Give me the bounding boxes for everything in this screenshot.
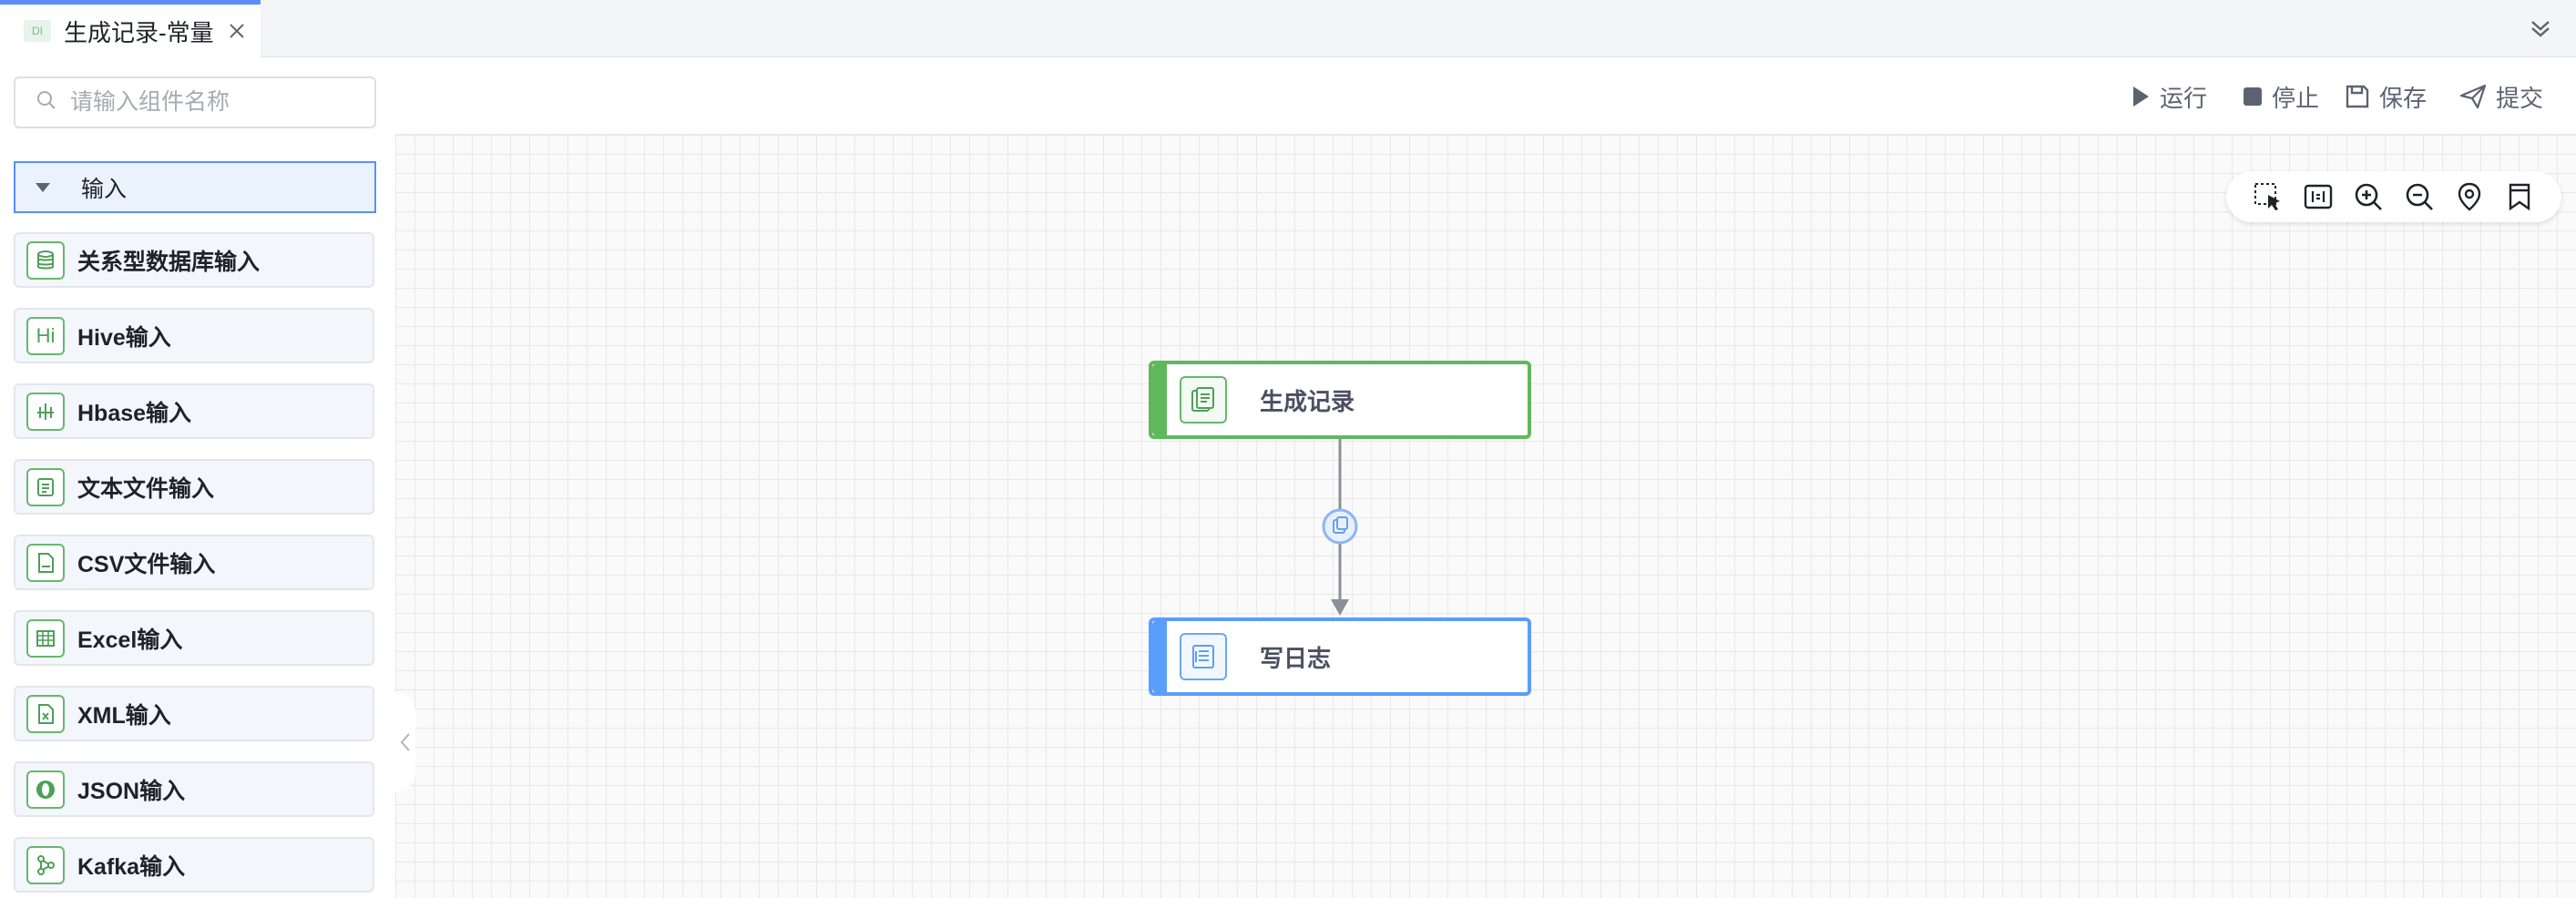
log-list-icon (1180, 633, 1227, 680)
marquee-select-icon[interactable] (2250, 179, 2286, 215)
flow-edge[interactable] (1158, 439, 1522, 621)
flow-toolbar: 运行 停止 保存 提交 (395, 58, 2576, 135)
fit-view-icon[interactable] (2300, 179, 2336, 215)
canvas-tool-palette (2226, 171, 2561, 222)
search-icon (36, 89, 57, 116)
group-label: 输入 (81, 176, 128, 202)
sidebar-item-hive-input[interactable]: Hi Hive输入 (14, 308, 374, 363)
di-icon: DI (24, 20, 51, 42)
flow-node-generate-records[interactable]: 生成记录 (1149, 361, 1531, 439)
node-color-bar (1152, 364, 1167, 435)
document-icon (1180, 376, 1227, 423)
flow-canvas[interactable] (395, 135, 2576, 898)
node-label: 生成记录 (1260, 387, 1355, 415)
csv-file-icon (26, 543, 65, 582)
node-color-bar (1152, 621, 1167, 692)
xml-file-icon (26, 694, 65, 733)
excel-table-icon (26, 618, 65, 658)
sidebar-item-json-input[interactable]: JSON输入 (14, 761, 374, 817)
sidebar-item-label: Excel输入 (77, 627, 183, 653)
locate-icon[interactable] (2451, 179, 2488, 215)
close-icon[interactable] (227, 21, 247, 41)
submit-label: 提交 (2496, 84, 2544, 112)
group-input-header[interactable]: 输入 (14, 161, 376, 213)
save-button[interactable]: 保存 (2345, 78, 2427, 115)
sidebar-item-xml-input[interactable]: XML输入 (14, 686, 374, 741)
component-sidebar: 输入 关系型数据库输入 Hi Hive输入 Hbase输入 文本文件输入 CSV… (0, 58, 395, 898)
hive-icon: Hi (26, 316, 65, 355)
stop-label: 停止 (2272, 84, 2320, 112)
sidebar-item-rdb-input[interactable]: 关系型数据库输入 (14, 232, 374, 288)
flow-node-write-log[interactable]: 写日志 (1149, 617, 1531, 696)
double-chevron-down-icon[interactable] (2525, 13, 2556, 44)
sidebar-item-label: 文本文件输入 (77, 475, 215, 502)
tab-title: 生成记录-常量 (64, 18, 214, 46)
json-icon (26, 770, 65, 809)
zoom-out-icon[interactable] (2401, 179, 2438, 215)
sidebar-item-text-file-input[interactable]: 文本文件输入 (14, 459, 374, 515)
hbase-icon (26, 392, 65, 431)
submit-button[interactable]: 提交 (2459, 78, 2543, 115)
sidebar-item-label: 关系型数据库输入 (77, 249, 261, 275)
stop-button[interactable]: 停止 (2243, 78, 2319, 115)
zoom-in-icon[interactable] (2350, 179, 2387, 215)
sidebar-item-csv-input[interactable]: CSV文件输入 (14, 535, 374, 590)
tab-bar: DI 生成记录-常量 (0, 0, 2576, 57)
stop-icon (2244, 87, 2262, 106)
caret-down-icon (36, 182, 50, 192)
run-label: 运行 (2160, 84, 2208, 112)
sidebar-item-label: CSV文件输入 (77, 551, 216, 577)
kafka-icon (26, 845, 65, 884)
run-button[interactable]: 运行 (2131, 78, 2207, 115)
sidebar-item-excel-input[interactable]: Excel输入 (14, 610, 374, 666)
sidebar-item-hbase-input[interactable]: Hbase输入 (14, 383, 374, 439)
save-label: 保存 (2379, 84, 2428, 112)
send-icon (2459, 84, 2487, 109)
play-icon (2133, 87, 2149, 107)
text-file-icon (26, 467, 65, 506)
database-icon (26, 240, 65, 280)
sidebar-item-label: JSON输入 (77, 778, 186, 804)
bookmark-icon[interactable] (2501, 179, 2538, 215)
sidebar-item-label: XML输入 (77, 702, 171, 729)
node-label: 写日志 (1260, 644, 1332, 672)
sidebar-collapse-handle[interactable] (395, 692, 415, 792)
sidebar-item-label: Kafka输入 (77, 853, 186, 880)
search-box[interactable] (14, 77, 376, 128)
search-input[interactable] (70, 89, 362, 116)
sidebar-item-label: Hive输入 (77, 324, 171, 351)
chevron-left-icon (400, 733, 410, 751)
sidebar-item-kafka-input[interactable]: Kafka输入 (14, 837, 374, 893)
sidebar-item-label: Hbase输入 (77, 400, 192, 426)
save-icon (2346, 85, 2369, 108)
tab-flow[interactable]: DI 生成记录-常量 (0, 0, 261, 57)
